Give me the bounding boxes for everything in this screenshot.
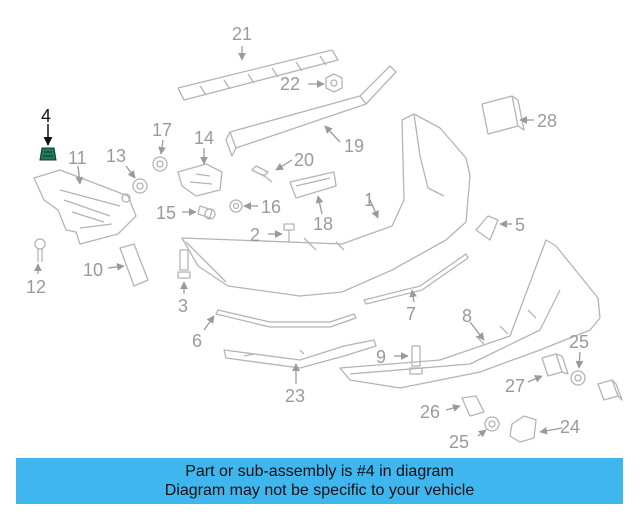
callout-3: 3 bbox=[178, 296, 188, 316]
part-10-bracket: 10 bbox=[83, 243, 149, 287]
part-3-stud: 3 bbox=[177, 249, 191, 316]
part-11-side-bracket: 11 bbox=[33, 148, 137, 245]
part-25-lower-grommet: 25 bbox=[449, 416, 500, 452]
callout-21: 21 bbox=[232, 24, 252, 44]
callout-24: 24 bbox=[560, 417, 580, 437]
callout-28: 28 bbox=[537, 111, 557, 131]
callout-27: 27 bbox=[505, 376, 525, 396]
info-banner: Part or sub-assembly is #4 in diagram Di… bbox=[16, 458, 623, 504]
callout-23: 23 bbox=[285, 386, 305, 406]
part-23-lower-molding: 23 bbox=[223, 339, 377, 406]
callout-9: 9 bbox=[376, 347, 386, 367]
part-19-impact-bar: 19 bbox=[225, 65, 397, 157]
banner-line-1: Part or sub-assembly is #4 in diagram bbox=[185, 463, 454, 480]
part-12-screw: 12 bbox=[26, 238, 46, 297]
callout-26: 26 bbox=[420, 402, 440, 422]
callout-13: 13 bbox=[106, 146, 126, 166]
part-15-bolt: 15 bbox=[156, 203, 216, 223]
part-16-nut: 16 bbox=[229, 197, 281, 217]
callout-1: 1 bbox=[364, 190, 374, 210]
callout-16: 16 bbox=[261, 197, 281, 217]
callout-12: 12 bbox=[26, 277, 46, 297]
part-17-grommet: 17 bbox=[152, 120, 172, 172]
callout-4: 4 bbox=[41, 106, 51, 126]
part-20-bolt: 20 bbox=[251, 150, 314, 183]
clip-icon bbox=[39, 147, 57, 161]
part-22-nut: 22 bbox=[280, 73, 343, 94]
part-21-absorber-bracket: 21 bbox=[177, 24, 339, 101]
callout-8: 8 bbox=[462, 306, 472, 326]
callout-19: 19 bbox=[344, 136, 364, 156]
callout-5: 5 bbox=[515, 215, 525, 235]
part-8-valance: 8 bbox=[339, 239, 601, 389]
banner-line-2: Diagram may not be specific to your vehi… bbox=[164, 482, 475, 499]
part-1-bumper-cover: 1 bbox=[181, 113, 471, 297]
callout-2: 2 bbox=[250, 225, 260, 245]
callout-15: 15 bbox=[156, 203, 176, 223]
part-27-sensor-holder: 27 bbox=[505, 353, 569, 396]
callout-7: 7 bbox=[406, 304, 416, 324]
part-6-molding: 6 bbox=[192, 309, 357, 351]
part-2-screw: 2 bbox=[250, 223, 295, 245]
callout-25-upper: 25 bbox=[569, 332, 589, 352]
callout-25-lower: 25 bbox=[449, 432, 469, 452]
part-13-grommet: 13 bbox=[106, 146, 148, 194]
part-5-bracket: 5 bbox=[475, 215, 525, 241]
callout-14: 14 bbox=[194, 128, 214, 148]
part-14-bracket: 14 bbox=[177, 128, 223, 197]
part-25-grommet: 25 bbox=[569, 332, 589, 386]
part-28-module: 28 bbox=[481, 95, 557, 135]
part-26-sensor-holder: 26 bbox=[420, 395, 485, 422]
part-18-reflector: 18 bbox=[289, 171, 337, 234]
callout-22: 22 bbox=[280, 74, 300, 94]
part-24-sensor: 24 bbox=[509, 379, 623, 443]
parts-diagram: 21 22 19 28 4 17 13 bbox=[26, 24, 623, 452]
callout-6: 6 bbox=[192, 331, 202, 351]
callout-17: 17 bbox=[152, 120, 172, 140]
callout-10: 10 bbox=[83, 260, 103, 280]
callout-18: 18 bbox=[313, 214, 333, 234]
part-7-strip: 7 bbox=[363, 253, 469, 324]
callout-20: 20 bbox=[294, 150, 314, 170]
callout-11: 11 bbox=[68, 148, 87, 168]
part-4-clip: 4 bbox=[39, 106, 57, 161]
